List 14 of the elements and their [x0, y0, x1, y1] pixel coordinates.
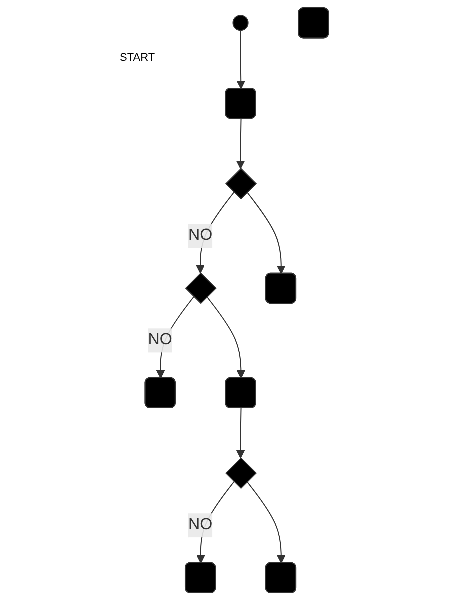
note-text: START: [120, 52, 156, 64]
edge-label: NO: [188, 516, 213, 534]
arrow: [246, 482, 286, 564]
arrow: [236, 408, 246, 459]
arrow: [236, 30, 246, 90]
arrow: [206, 296, 246, 379]
node-circle: [232, 15, 249, 32]
edge-label: NO: [188, 227, 213, 244]
edge-label: NO: [148, 332, 172, 349]
node-diamond: [225, 458, 258, 490]
arrow: [246, 192, 286, 274]
node-diamond: [185, 272, 217, 304]
node-diamond: [225, 168, 258, 200]
arrow: [236, 119, 246, 170]
